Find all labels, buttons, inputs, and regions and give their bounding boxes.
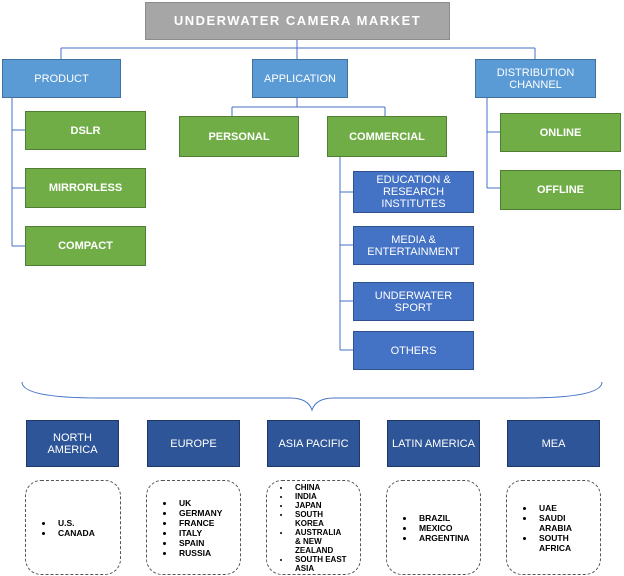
country-item: ARGENTINA bbox=[415, 533, 470, 543]
country-item: AUSTRALIA & NEW ZEALAND bbox=[291, 528, 341, 555]
country-item: SPAIN bbox=[175, 538, 222, 548]
region-brace bbox=[21, 381, 603, 412]
distribution-channel-node: DISTRIBUTION CHANNEL bbox=[475, 59, 596, 98]
region-north-america: NORTH AMERICA bbox=[26, 420, 119, 467]
countries-asia-pacific: CHINA INDIA JAPAN SOUTH KOREA AUSTRALIA … bbox=[266, 480, 361, 575]
region-latin-america: LATIN AMERICA bbox=[387, 420, 480, 467]
country-item: SOUTH KOREA bbox=[291, 510, 327, 528]
country-item: SOUTH AFRICA bbox=[535, 533, 579, 553]
distribution-online: ONLINE bbox=[500, 113, 621, 152]
country-item: CHINA bbox=[291, 483, 351, 492]
country-item: SOUTH EAST ASIA bbox=[291, 555, 351, 573]
country-item: MEXICO bbox=[415, 523, 470, 533]
countries-latin-america: BRAZIL MEXICO ARGENTINA bbox=[386, 480, 481, 575]
country-item: GERMANY bbox=[175, 508, 222, 518]
country-list: BRAZIL MEXICO ARGENTINA bbox=[387, 513, 470, 543]
commercial-others: OTHERS bbox=[353, 331, 474, 370]
country-list: U.S. CANADA bbox=[26, 518, 95, 538]
commercial-media-entertainment: MEDIA & ENTERTAINMENT bbox=[353, 226, 474, 265]
commercial-education-research: EDUCATION & RESEARCH INSTITUTES bbox=[353, 171, 474, 213]
region-asia-pacific: ASIA PACIFIC bbox=[267, 420, 360, 467]
commercial-underwater-sport: UNDERWATER SPORT bbox=[353, 282, 474, 321]
country-item: CANADA bbox=[54, 528, 95, 538]
country-list: CHINA INDIA JAPAN SOUTH KOREA AUSTRALIA … bbox=[267, 483, 351, 573]
distribution-offline: OFFLINE bbox=[500, 170, 621, 210]
country-item: UAE bbox=[535, 503, 579, 513]
region-mea: MEA bbox=[507, 420, 600, 467]
product-node: PRODUCT bbox=[2, 59, 121, 98]
application-personal: PERSONAL bbox=[179, 116, 299, 157]
diagram-title: UNDERWATER CAMERA MARKET bbox=[145, 2, 450, 40]
country-item: BRAZIL bbox=[415, 513, 470, 523]
product-compact: COMPACT bbox=[25, 226, 146, 266]
region-europe: EUROPE bbox=[147, 420, 240, 467]
countries-europe: UK GERMANY FRANCE ITALY SPAIN RUSSIA bbox=[146, 480, 241, 575]
country-item: FRANCE bbox=[175, 518, 222, 528]
country-list: UK GERMANY FRANCE ITALY SPAIN RUSSIA bbox=[147, 498, 222, 558]
country-item: RUSSIA bbox=[175, 548, 222, 558]
country-item: ITALY bbox=[175, 528, 222, 538]
product-mirrorless: MIRRORLESS bbox=[25, 168, 146, 208]
application-node: APPLICATION bbox=[252, 59, 348, 98]
country-item: U.S. bbox=[54, 518, 95, 528]
countries-mea: UAE SAUDI ARABIA SOUTH AFRICA bbox=[506, 480, 601, 575]
country-item: JAPAN bbox=[291, 501, 351, 510]
country-item: UK bbox=[175, 498, 222, 508]
product-dslr: DSLR bbox=[25, 111, 146, 150]
country-item: INDIA bbox=[291, 492, 351, 501]
country-item: SAUDI ARABIA bbox=[535, 513, 579, 533]
countries-north-america: U.S. CANADA bbox=[25, 480, 121, 575]
country-list: UAE SAUDI ARABIA SOUTH AFRICA bbox=[507, 503, 579, 553]
application-commercial: COMMERCIAL bbox=[327, 116, 447, 157]
